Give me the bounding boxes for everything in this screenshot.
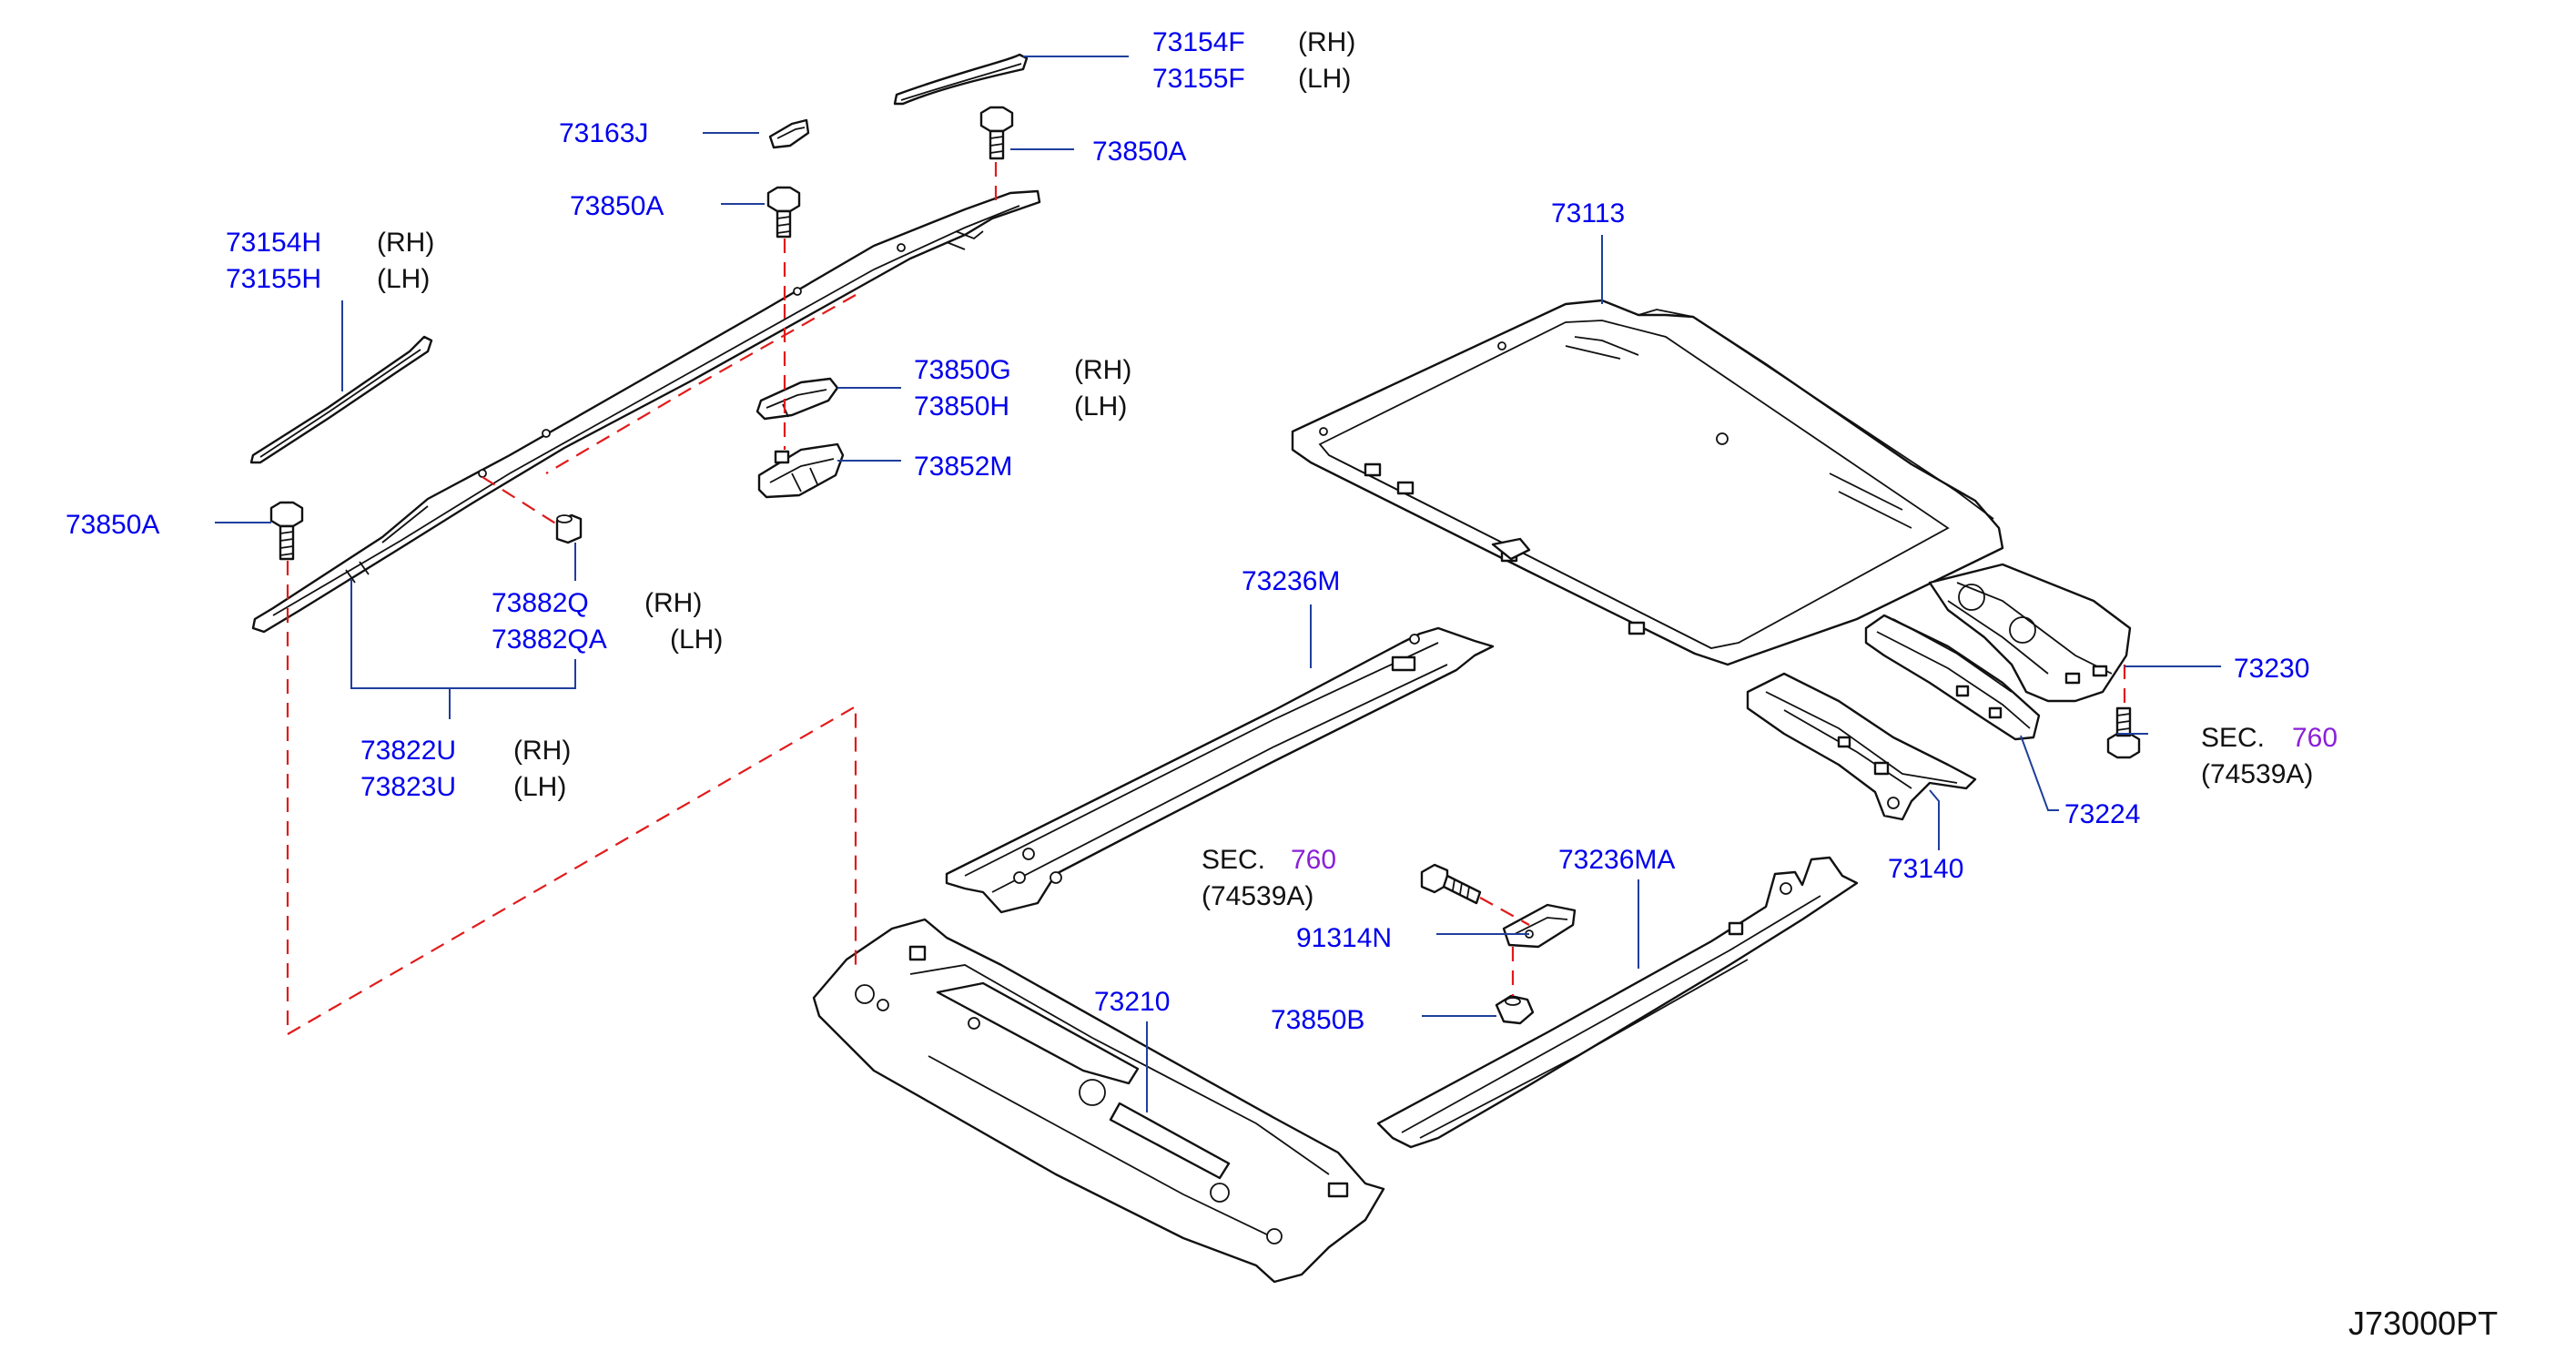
callout-91314N: 91314N xyxy=(1296,923,1392,953)
callout-73852M: 73852M xyxy=(914,452,1012,482)
bolt-73850A-top-drawing xyxy=(979,106,1014,160)
bolt-73850A-left-drawing xyxy=(269,501,304,561)
callout-73850G: 73850G xyxy=(914,355,1011,385)
side-lh-73155H: (LH) xyxy=(377,264,430,294)
callout-73224: 73224 xyxy=(2064,799,2140,829)
bolt-73850A-mid-drawing xyxy=(766,186,801,239)
part-73236MA-drawing xyxy=(1376,856,1859,1149)
part-73230-rear-header-drawing xyxy=(1928,563,2132,703)
callout-73163J: 73163J xyxy=(559,118,648,148)
callout-73882Q: 73882Q xyxy=(492,588,589,618)
callout-73113: 73113 xyxy=(1551,198,1625,229)
sec-number-right: 760 xyxy=(2292,723,2338,753)
side-lh-73155F: (LH) xyxy=(1298,64,1351,94)
callout-73236MA: 73236MA xyxy=(1558,845,1675,875)
callout-73154H: 73154H xyxy=(226,228,321,258)
part-73154F-drawing xyxy=(893,53,1029,106)
part-73850G-drawing xyxy=(756,377,839,421)
callout-73230: 73230 xyxy=(2234,654,2309,684)
sec-label-right: SEC. xyxy=(2201,723,2265,753)
part-73140-roof-bow-drawing xyxy=(1746,672,1977,821)
side-rh-73850G: (RH) xyxy=(1074,355,1131,385)
callout-73822U: 73822U xyxy=(360,736,456,766)
sec-ref-center: (74539A) xyxy=(1202,881,1313,911)
assembly-dashed-lines xyxy=(286,162,2126,1035)
callout-73850A-mid: 73850A xyxy=(570,191,664,221)
side-rh-73154F: (RH) xyxy=(1298,27,1355,57)
part-73236M-drawing xyxy=(945,626,1495,914)
part-73850B-drawing xyxy=(1495,994,1535,1025)
sec-ref-right: (74539A) xyxy=(2201,759,2313,789)
side-rh-73882Q: (RH) xyxy=(644,588,702,618)
leader-lines xyxy=(215,56,2221,1112)
side-lh-73882QA: (LH) xyxy=(670,625,723,655)
part-73224-roof-bow-drawing xyxy=(1864,614,2041,741)
callout-73155F: 73155F xyxy=(1152,64,1245,94)
side-lh-73850H: (LH) xyxy=(1074,391,1127,422)
bolt-sec760-right-drawing xyxy=(2106,706,2141,759)
part-73852M-drawing xyxy=(757,442,845,499)
part-73210-front-header-drawing xyxy=(812,918,1385,1284)
sec-number-center: 760 xyxy=(1291,845,1336,875)
callout-73850H: 73850H xyxy=(914,391,1009,422)
callout-73823U: 73823U xyxy=(360,772,456,802)
callout-73882QA: 73882QA xyxy=(492,625,607,655)
sec-label-center: SEC. xyxy=(1202,845,1265,875)
side-lh-73823U: (LH) xyxy=(513,772,566,802)
callout-73155H: 73155H xyxy=(226,264,321,294)
side-rh-73154H: (RH) xyxy=(377,228,434,258)
bolt-sec760-center-drawing xyxy=(1420,863,1482,905)
callout-73850A-left: 73850A xyxy=(66,510,159,540)
callout-73236M: 73236M xyxy=(1242,566,1340,596)
callout-73850A-top: 73850A xyxy=(1092,137,1186,167)
part-73882Q-drawing xyxy=(555,513,583,544)
part-73163J-drawing xyxy=(768,118,810,149)
callout-73154F: 73154F xyxy=(1152,27,1245,57)
callout-73850B: 73850B xyxy=(1271,1005,1364,1035)
side-rh-73822U: (RH) xyxy=(513,736,571,766)
diagram-code: J73000PT xyxy=(2348,1305,2498,1342)
part-73113-roof-panel-drawing xyxy=(1291,299,2004,666)
part-91314N-drawing xyxy=(1502,903,1577,949)
part-73154H-drawing xyxy=(249,335,433,464)
callout-73140: 73140 xyxy=(1888,854,1963,884)
callout-73210: 73210 xyxy=(1094,987,1170,1017)
